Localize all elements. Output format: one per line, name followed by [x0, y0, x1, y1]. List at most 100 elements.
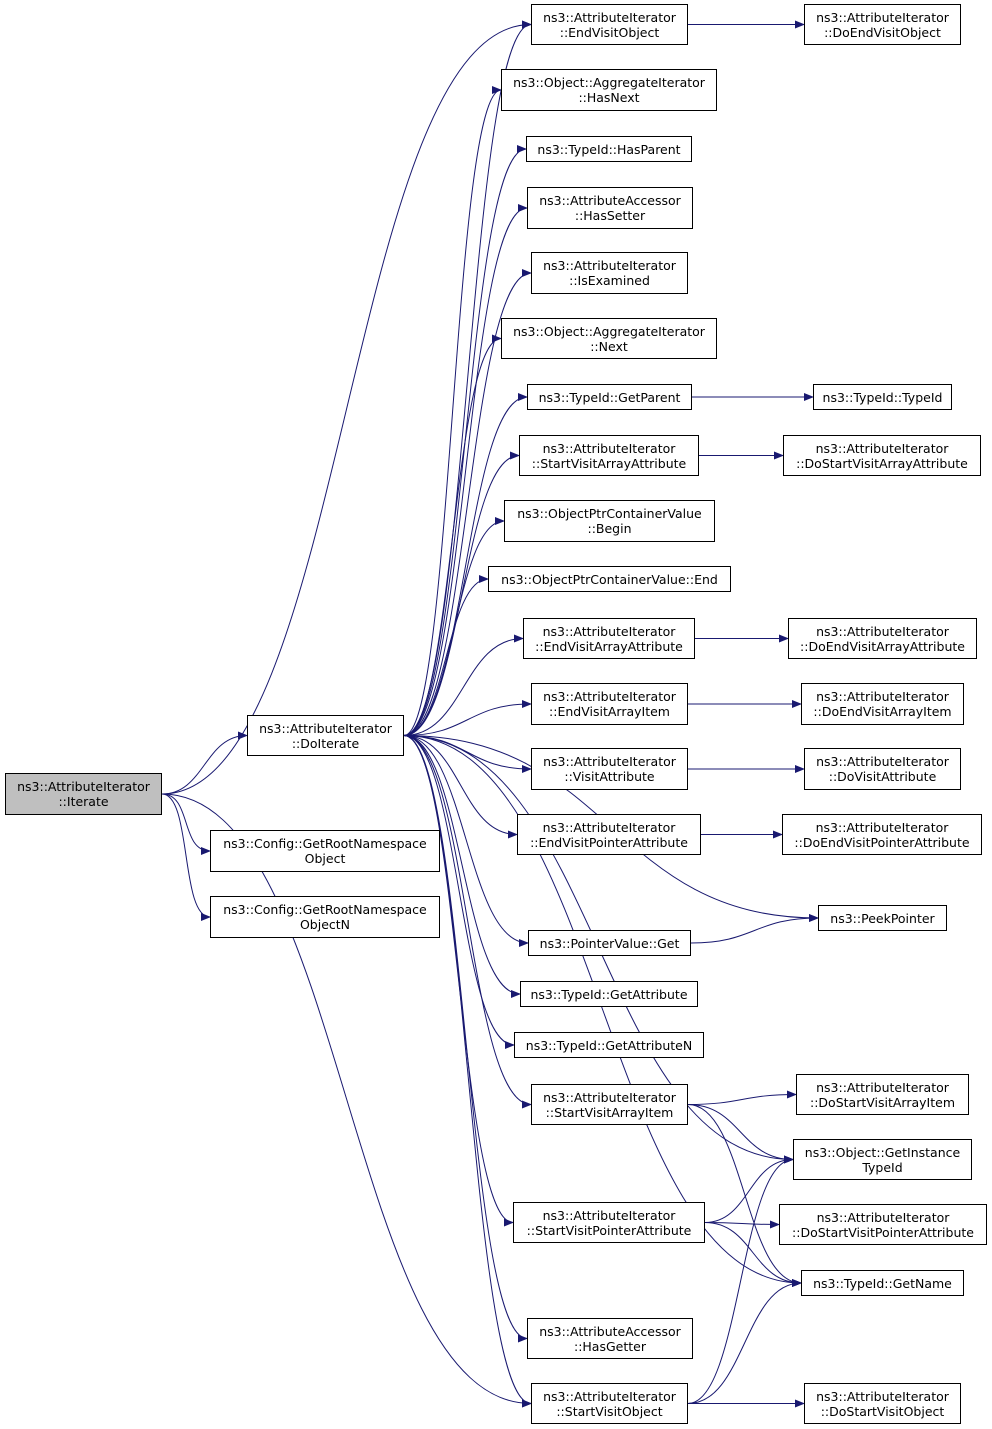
node-label: ::StartVisitArrayItem [545, 1104, 674, 1120]
node-aggr-hasnext[interactable]: ns3::Object::AggregateIterator ::HasNext [501, 69, 717, 111]
node-label: ObjectN [299, 917, 351, 932]
node-label: ::DoEndVisitArrayAttribute [800, 638, 965, 654]
node-doendvisitptrattr[interactable]: ns3::AttributeIterator ::DoEndVisitPoint… [782, 814, 982, 855]
node-typeid-getparent[interactable]: ns3::TypeId::GetParent [527, 384, 692, 410]
node-aggr-next[interactable]: ns3::Object::AggregateIterator ::Next [501, 318, 717, 359]
node-label: ns3::AttributeIterator [17, 779, 150, 794]
node-typeid-getattribute[interactable]: ns3::TypeId::GetAttribute [520, 981, 698, 1007]
node-endvisitobject[interactable]: ns3::AttributeIterator ::EndVisitObject [531, 4, 688, 45]
node-typeid-getname[interactable]: ns3::TypeId::GetName [801, 1270, 964, 1296]
node-startvisitarrayitem[interactable]: ns3::AttributeIterator ::StartVisitArray… [531, 1084, 688, 1125]
node-label: ns3::AttributeIterator [542, 440, 676, 456]
call-edge [403, 735, 529, 947]
call-edge [403, 735, 532, 1408]
node-label: ns3::AttributeIterator [816, 1079, 949, 1095]
node-label: ::IsExamined [569, 273, 650, 288]
node-visitattribute[interactable]: ns3::AttributeIterator ::VisitAttribute [531, 748, 688, 790]
node-label: ::VisitAttribute [564, 769, 655, 784]
node-doendvisitarrayitem[interactable]: ns3::AttributeIterator ::DoEndVisitArray… [801, 683, 964, 725]
node-dostartvisitobject[interactable]: ns3::AttributeIterator ::DoStartVisitObj… [804, 1383, 961, 1424]
node-dostartvisitptrattr[interactable]: ns3::AttributeIterator ::DoStartVisitPoi… [779, 1204, 987, 1245]
node-optrcv-begin[interactable]: ns3::ObjectPtrContainerValue ::Begin [504, 500, 715, 542]
node-label: ns3::TypeId::GetParent [538, 389, 681, 405]
node-label: ::EndVisitPointerAttribute [530, 834, 688, 850]
node-endvisitarrayitem[interactable]: ns3::AttributeIterator ::EndVisitArrayIt… [531, 683, 688, 725]
node-label: ns3::ObjectPtrContainerValue::End [501, 571, 718, 587]
node-label: ::HasNext [578, 90, 640, 105]
node-label: ns3::AttributeIterator [543, 9, 676, 25]
node-getrootns[interactable]: ns3::Config::GetRootNamespace Object [210, 830, 440, 872]
node-label: ns3::TypeId::TypeId [822, 389, 943, 405]
node-label: ns3::AttributeIterator [542, 819, 676, 835]
node-label: ::Begin [587, 521, 632, 536]
node-getinstancetypeid[interactable]: ns3::Object::GetInstance TypeId [793, 1139, 972, 1180]
node-label: ns3::TypeId::HasParent [537, 141, 681, 157]
node-accessor-hasgetter[interactable]: ns3::AttributeAccessor ::HasGetter [527, 1318, 693, 1359]
call-edge [704, 1220, 780, 1229]
call-edge [161, 20, 532, 795]
node-startvisitptrattr[interactable]: ns3::AttributeIterator ::StartVisitPoint… [513, 1202, 705, 1243]
node-label: ns3::TypeId::GetName [813, 1275, 952, 1291]
node-isexamined[interactable]: ns3::AttributeIterator ::IsExamined [531, 252, 688, 294]
node-label: ::HasSetter [574, 208, 646, 223]
node-label: ::EndVisitArrayItem [549, 704, 670, 719]
call-edge [403, 575, 489, 736]
node-label: ns3::AttributeIterator [543, 1089, 676, 1105]
node-label: ::StartVisitArrayAttribute [531, 455, 687, 471]
node-getrootnsn[interactable]: ns3::Config::GetRootNamespace ObjectN [210, 896, 440, 938]
node-pointervalue-get[interactable]: ns3::PointerValue::Get [528, 930, 691, 956]
node-label: ::EndVisitArrayAttribute [535, 638, 683, 654]
node-dostartvisitarrayattr[interactable]: ns3::AttributeIterator ::DoStartVisitArr… [783, 435, 981, 476]
node-endvisitarrayattr[interactable]: ns3::AttributeIterator ::EndVisitArrayAt… [523, 618, 695, 659]
node-label: ns3::Object::AggregateIterator [513, 323, 705, 339]
node-typeid-getattributen[interactable]: ns3::TypeId::GetAttributeN [514, 1032, 704, 1058]
node-label: ns3::Config::GetRootNamespace [223, 836, 427, 851]
node-typeid-typeid[interactable]: ns3::TypeId::TypeId [813, 384, 952, 410]
node-label: ns3::AttributeAccessor [539, 1323, 681, 1339]
node-label: ns3::AttributeIterator [816, 623, 949, 639]
node-doendvisitobject[interactable]: ns3::AttributeIterator ::DoEndVisitObjec… [804, 4, 961, 45]
node-label: TypeId [862, 1159, 903, 1175]
node-label: Object [304, 851, 346, 866]
node-label: ns3::AttributeIterator [259, 720, 392, 736]
node-label: ::DoStartVisitPointerAttribute [792, 1224, 974, 1240]
node-label: ns3::AttributeIterator [543, 1388, 676, 1404]
node-accessor-hassetter[interactable]: ns3::AttributeAccessor ::HasSetter [527, 187, 693, 229]
node-startvisitarrayattr[interactable]: ns3::AttributeIterator ::StartVisitArray… [519, 435, 699, 476]
node-label: ::DoIterate [291, 735, 360, 751]
node-label: ns3::TypeId::GetAttribute [530, 986, 688, 1002]
node-endvisitptrattr[interactable]: ns3::AttributeIterator ::EndVisitPointer… [517, 814, 701, 855]
node-optrcv-end[interactable]: ns3::ObjectPtrContainerValue::End [488, 566, 731, 592]
node-label: ns3::AttributeIterator [543, 689, 676, 704]
node-label: ::DoEndVisitObject [824, 24, 941, 40]
call-edge [161, 793, 532, 1408]
call-edge [403, 20, 532, 736]
node-label: ::HasGetter [573, 1338, 646, 1354]
node-label: ns3::AttributeIterator [816, 754, 949, 769]
node-label: ns3::Object::AggregateIterator [513, 75, 705, 90]
node-dovisitattribute[interactable]: ns3::AttributeIterator ::DoVisitAttribut… [804, 748, 961, 790]
node-label: ns3::AttributeIterator [542, 623, 676, 639]
node-iterate: ns3::AttributeIterator ::Iterate [5, 773, 162, 815]
call-edge [403, 735, 532, 1109]
node-doiterate[interactable]: ns3::AttributeIterator ::DoIterate [247, 715, 404, 756]
node-typeid-hasparent[interactable]: ns3::TypeId::HasParent [526, 136, 692, 162]
node-peekpointer[interactable]: ns3::PeekPointer [818, 905, 947, 931]
node-label: ::Next [590, 338, 628, 354]
node-label: ::EndVisitObject [559, 24, 660, 40]
node-doendvisitarrayattr[interactable]: ns3::AttributeIterator ::DoEndVisitArray… [788, 618, 977, 659]
call-edge [403, 735, 802, 1287]
node-label: ::DoStartVisitArrayItem [810, 1094, 955, 1110]
node-label: ::DoEndVisitArrayItem [813, 704, 952, 719]
node-startvisitobject[interactable]: ns3::AttributeIterator ::StartVisitObjec… [531, 1383, 688, 1424]
call-edge [161, 793, 211, 921]
call-edge [403, 735, 518, 839]
node-dostartvisitarrayitem[interactable]: ns3::AttributeIterator ::DoStartVisitArr… [796, 1074, 969, 1115]
node-label: ns3::PeekPointer [830, 910, 935, 926]
node-label: ns3::AttributeIterator [815, 440, 949, 456]
node-label: ns3::AttributeIterator [543, 258, 676, 273]
call-edge [403, 634, 524, 736]
node-label: ns3::TypeId::GetAttributeN [525, 1037, 693, 1053]
node-label: ns3::AttributeIterator [815, 819, 949, 835]
